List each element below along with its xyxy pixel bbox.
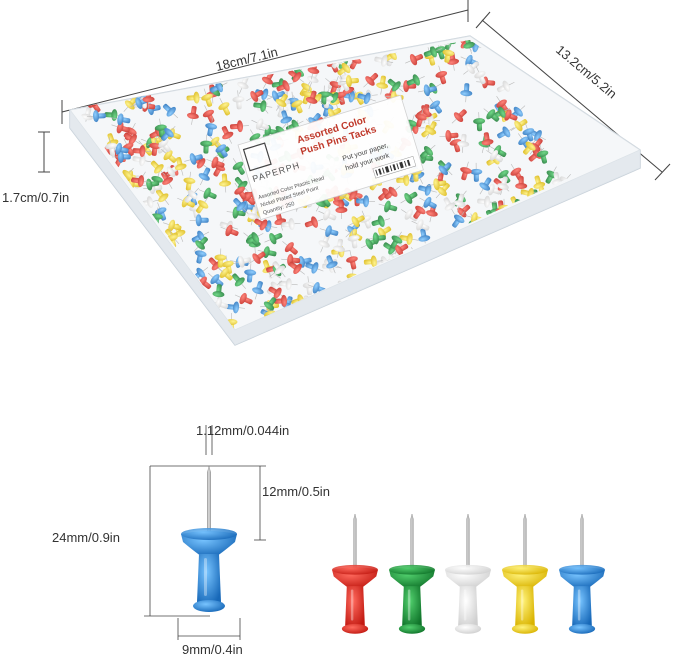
pin-color-row [332,513,605,634]
white-pin [445,513,491,634]
green-pin [389,513,435,634]
blue-pin-large [181,465,237,612]
needle-length-label: 12mm/0.5in [262,484,330,499]
pin-diagram: 1.12mm/0.044in 12mm/0.5in 24mm/0.9in 9mm… [52,423,330,657]
width-label: 13.2cm/5.2in [553,42,620,101]
total-length-label: 24mm/0.9in [52,530,120,545]
red-pin [332,513,378,634]
length-label: 18cm/7.1in [214,44,279,74]
box-label: PAPERPH Assorted Color Push Pins Tacks P… [237,94,424,221]
pin-diameter-label: 1.12mm/0.044in [196,423,289,438]
pin-box: PAPERPH Assorted Color Push Pins Tacks P… [69,35,642,346]
yellow-pin [502,513,548,634]
head-diameter-label: 9mm/0.4in [182,642,243,657]
barcode-icon [375,159,411,176]
height-dimension: 1.7cm/0.7in [2,131,69,205]
height-label: 1.7cm/0.7in [2,190,69,205]
blue-pin [559,513,605,634]
